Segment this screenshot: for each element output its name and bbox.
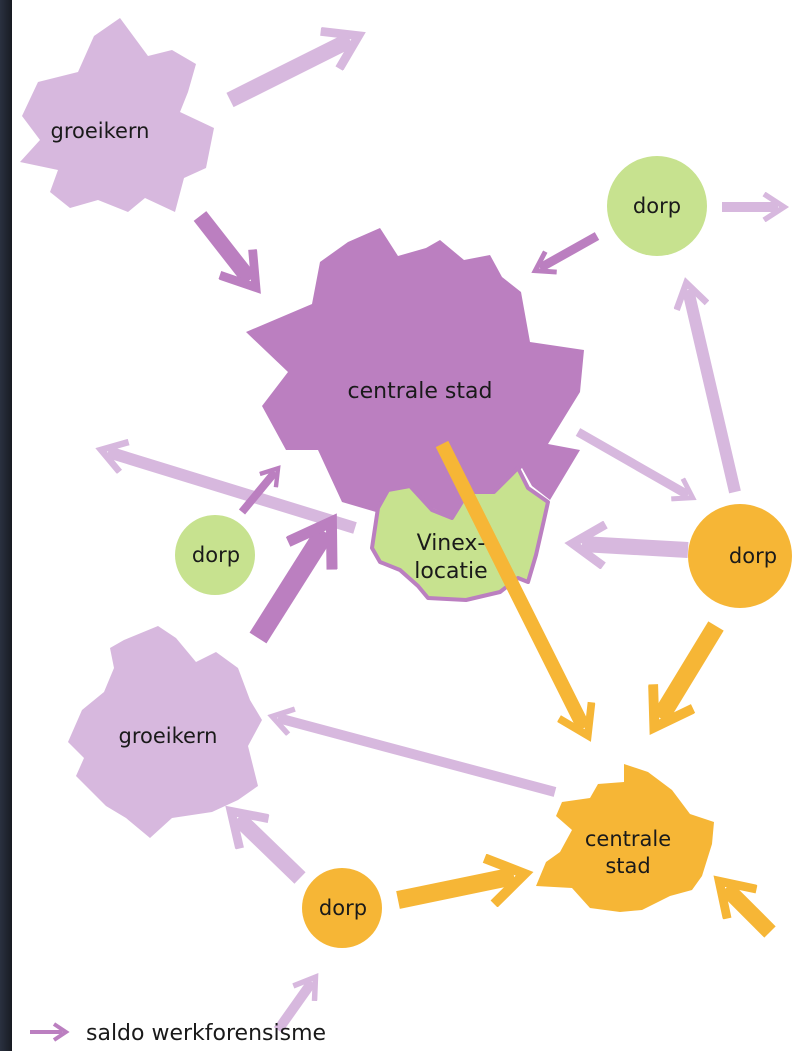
- centrale-stad-orange-label-line2: stad: [605, 854, 650, 878]
- arrow-dorp-bottom-to-groeikern-bottom: [238, 818, 306, 884]
- arrow-dorp-bottom-to-orange-stad: [396, 876, 514, 909]
- centrale-stad-orange-label-line1: centrale: [585, 827, 671, 851]
- arrow-dorp-right-to-orange-stad: [660, 621, 724, 718]
- arrow-vinex-to-left: [108, 452, 357, 534]
- arrow-orange-stad-to-groeikern-bottom: [278, 718, 557, 797]
- arrow-groeikern-bottom-to-centrale: [249, 532, 325, 644]
- arrow-groeikern-top-to-centrale: [193, 211, 250, 280]
- arrow-dorp-top-to-centrale: [540, 232, 600, 268]
- legend: saldo werkforensisme: [30, 1021, 326, 1046]
- groeikern-bottom-shape: [68, 626, 262, 838]
- arrow-right-icon: [30, 1022, 70, 1042]
- vinex-label-line2: locatie: [414, 559, 487, 584]
- centrale-stad-orange-shape: [536, 764, 714, 912]
- groeikern-bottom-label: groeikern: [118, 724, 217, 748]
- vinex-label-line1: Vinex-: [417, 531, 486, 556]
- dorp-right-orange-circle: [688, 504, 792, 608]
- dorp-left-label: dorp: [192, 543, 240, 567]
- arrow-groeikern-top-outward: [226, 40, 350, 108]
- arrow-dorp-left-to-centrale: [238, 472, 275, 515]
- dorp-top-right-label: dorp: [633, 194, 681, 218]
- arrow-incoming-to-dorp-bottom: [273, 982, 312, 1033]
- arrow-dorp-right-to-dorp-top: [688, 290, 741, 494]
- dorp-right-orange-label: dorp: [729, 544, 777, 568]
- dorp-top-right-circle: [607, 156, 707, 256]
- dorp-bottom-orange-circle: [302, 868, 382, 948]
- arrow-centrale-to-dorp-right: [575, 428, 688, 495]
- arrow-incoming-to-orange-stad: [726, 888, 776, 938]
- centrale-stad-main-label: centrale stad: [348, 379, 493, 404]
- groeikern-top-shape: [20, 18, 214, 212]
- dorp-bottom-orange-label: dorp: [319, 896, 367, 920]
- arrow-dorp-right-to-vinex: [582, 544, 689, 550]
- arrow-centrale-to-orange-stad: [435, 440, 584, 728]
- dorp-left-circle: [175, 515, 255, 595]
- legend-label: saldo werkforensisme: [86, 1021, 326, 1046]
- centrale-stad-main-shape: [246, 228, 584, 518]
- groeikern-top-label: groeikern: [50, 119, 149, 143]
